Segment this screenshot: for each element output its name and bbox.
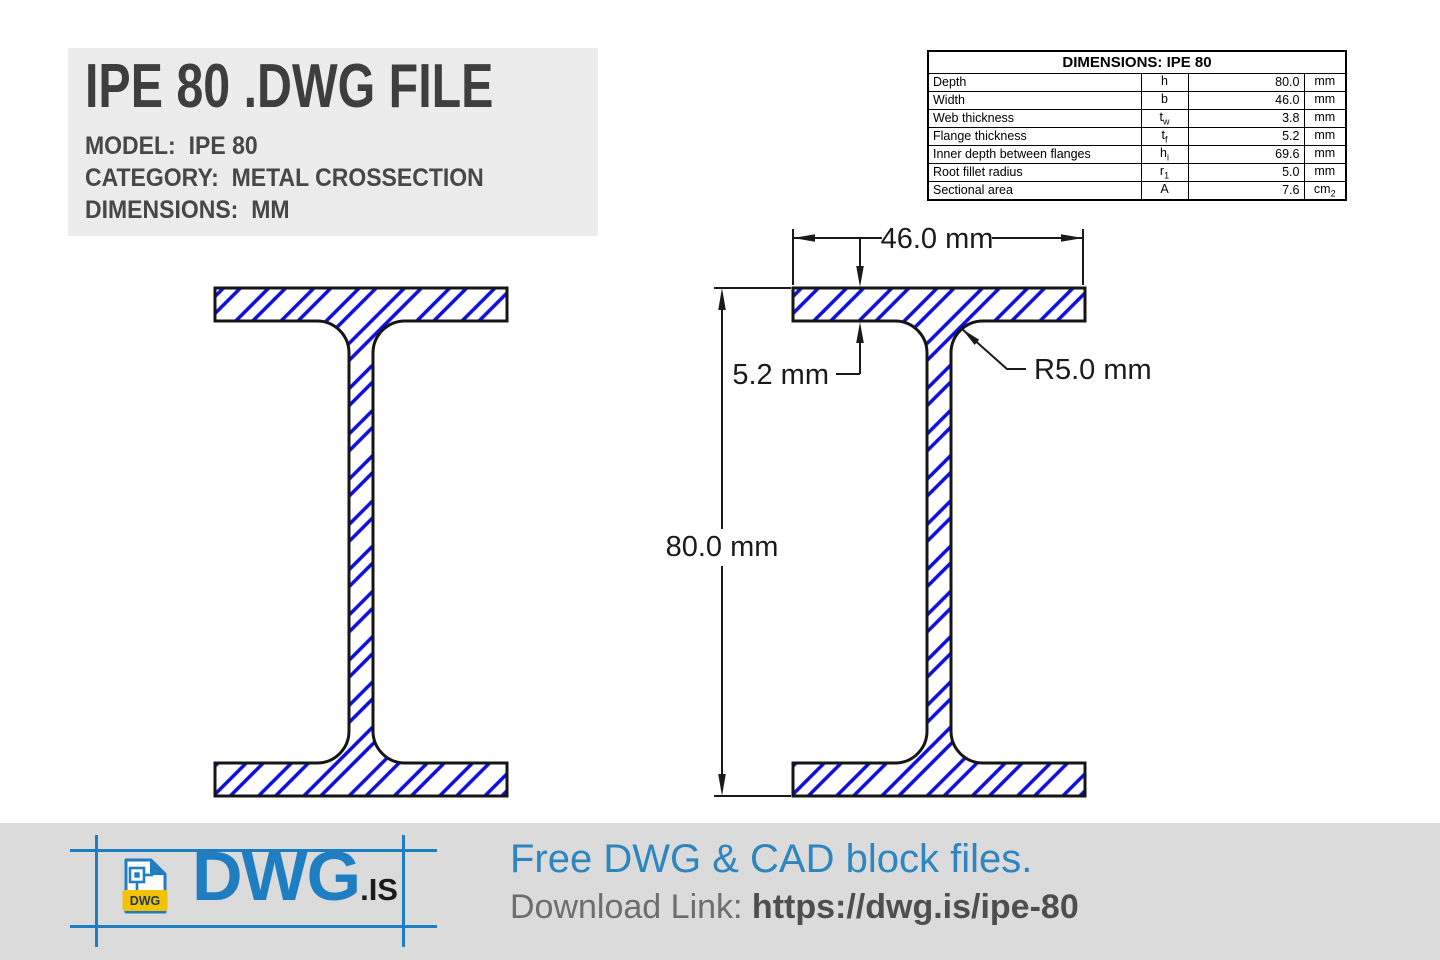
model-value: IPE 80	[188, 132, 258, 160]
ibeam-outline	[791, 286, 1087, 798]
dwg-badge-label: DWG	[130, 894, 161, 908]
table-row: Inner depth between flanges hi 69.6 mm	[927, 145, 1347, 164]
row-name: Web thickness	[927, 109, 1142, 128]
dim-flange	[836, 238, 861, 375]
row-value: 46.0	[1187, 91, 1305, 110]
title-meta: MODEL:IPE 80 CATEGORY:METAL CROSSECTION …	[85, 130, 518, 226]
dimensions-table: DIMENSIONS: IPE 80 Depth h 80.0 mm Width…	[927, 50, 1348, 201]
page-title: IPE 80 .DWG FILE	[85, 52, 494, 121]
brand-tld: .IS	[360, 872, 398, 907]
dimensions-label: DIMENSIONS:	[85, 196, 239, 224]
model-label: MODEL:	[85, 132, 176, 160]
dwg-file-icon[interactable]: DWG	[122, 857, 168, 915]
download-label: Download Link:	[510, 888, 752, 926]
row-symbol: hi	[1140, 145, 1189, 164]
row-unit: mm	[1303, 127, 1347, 146]
dim-radius-leader	[961, 328, 1026, 370]
row-unit: mm	[1303, 109, 1347, 128]
row-unit: mm	[1303, 91, 1347, 110]
row-value: 3.8	[1187, 109, 1305, 128]
row-symbol: tf	[1140, 127, 1189, 146]
footer: DWG DWG.IS Free DWG & CAD block files. D…	[0, 823, 1440, 960]
dim-flange-arrow-up	[856, 322, 864, 343]
dim-height-arrow-up	[718, 288, 726, 310]
row-value: 5.0	[1187, 163, 1305, 182]
row-name: Inner depth between flanges	[927, 145, 1142, 164]
dimensions-value: MM	[251, 196, 290, 224]
dim-width-label: 46.0 mm	[881, 223, 994, 255]
crop-line-bottom	[70, 925, 437, 928]
title-block: IPE 80 .DWG FILE MODEL:IPE 80 CATEGORY:M…	[68, 48, 598, 236]
dim-height	[714, 287, 791, 797]
dim-height-label: 80.0 mm	[666, 531, 779, 563]
row-symbol: tw	[1140, 109, 1189, 128]
row-unit: mm	[1303, 145, 1347, 164]
footer-tagline: Free DWG & CAD block files.	[510, 837, 1033, 881]
download-line: Download Link: https://dwg.is/ipe-80	[510, 888, 1079, 926]
dim-height-arrow-down	[718, 774, 726, 796]
table-row: Root fillet radius r1 5.0 mm	[927, 163, 1347, 182]
ibeam-outline	[213, 286, 509, 798]
table-row: Flange thickness tf 5.2 mm	[927, 127, 1347, 146]
table-header-row: DIMENSIONS: IPE 80	[927, 50, 1347, 74]
beam-section-plain	[213, 286, 509, 798]
row-unit: mm	[1303, 73, 1347, 92]
row-name: Root fillet radius	[927, 163, 1142, 182]
download-url[interactable]: https://dwg.is/ipe-80	[751, 888, 1079, 926]
model-line: MODEL: IPE 80	[85, 130, 484, 162]
crop-line-left	[95, 835, 98, 947]
row-unit: cm2	[1303, 181, 1347, 201]
row-value: 80.0	[1187, 73, 1305, 92]
row-name: Width	[927, 91, 1142, 110]
table-row: Depth h 80.0 mm	[927, 73, 1347, 92]
row-symbol: r1	[1140, 163, 1189, 182]
dim-width-arrow-right	[1061, 234, 1083, 242]
row-name: Depth	[927, 73, 1142, 92]
row-value: 7.6	[1187, 181, 1305, 201]
row-symbol: h	[1140, 73, 1189, 92]
category-value: METAL CROSSECTION	[231, 164, 484, 192]
table-row: Sectional area A 7.6 cm2	[927, 181, 1347, 201]
beam-drawing-dimensioned: 46.0 mm 5.2 mm R5.0 mm 80.0 mm	[666, 223, 1152, 798]
crop-line-right	[402, 835, 405, 947]
table-row: Web thickness tw 3.8 mm	[927, 109, 1347, 128]
table-title: DIMENSIONS: IPE 80	[927, 50, 1347, 74]
row-name: Sectional area	[927, 181, 1142, 201]
brand-logo[interactable]: DWG.IS	[192, 841, 398, 911]
dim-flange-arrow-down	[856, 266, 864, 287]
row-symbol: A	[1140, 181, 1189, 201]
dimensions-line: DIMENSIONS: MM	[85, 194, 484, 226]
dim-radius-arrow	[962, 329, 980, 345]
row-value: 69.6	[1187, 145, 1305, 164]
table-row: Width b 46.0 mm	[927, 91, 1347, 110]
row-symbol: b	[1140, 91, 1189, 110]
row-name: Flange thickness	[927, 127, 1142, 146]
dim-flange-label: 5.2 mm	[732, 359, 829, 391]
row-unit: mm	[1303, 163, 1347, 182]
category-line: CATEGORY: METAL CROSSECTION	[85, 162, 484, 194]
row-value: 5.2	[1187, 127, 1305, 146]
dim-width-arrow-left	[793, 234, 815, 242]
brand-name: DWG	[192, 837, 361, 915]
category-label: CATEGORY:	[85, 164, 219, 192]
dim-radius-label: R5.0 mm	[1034, 354, 1152, 386]
crop-line-top	[70, 849, 437, 852]
